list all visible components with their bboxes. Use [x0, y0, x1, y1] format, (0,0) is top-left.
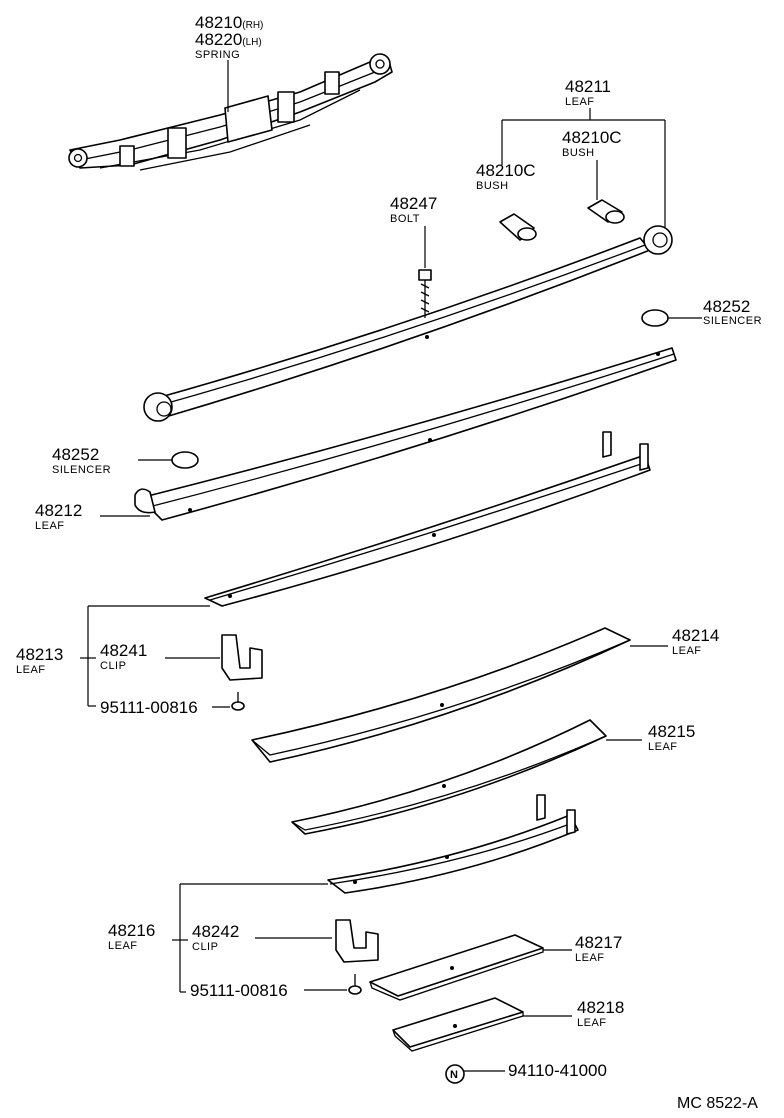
leaf-48216-name: LEAF — [108, 940, 138, 952]
rivet-upper-number: 95111-00816 — [100, 698, 198, 717]
nut-symbol-icon — [445, 1064, 465, 1084]
leaf-48212-number: 48212 — [35, 501, 82, 520]
silencer-left-name: SILENCER — [52, 464, 111, 476]
silencer-left-number: 48252 — [52, 445, 99, 464]
spring-number-lh: 48220(LH) — [195, 30, 262, 49]
leaf-48217-drawing — [369, 934, 544, 1001]
clip-48242-drawing — [335, 919, 379, 963]
leaf-48214-name: LEAF — [672, 645, 702, 657]
nut-number: 94110-41000 — [508, 1061, 607, 1080]
leaf-48218-name: LEAF — [577, 1017, 607, 1029]
leaf-48215-name: LEAF — [648, 741, 678, 753]
leaf-48214-number: 48214 — [672, 626, 719, 645]
leaf-48212-name: LEAF — [35, 520, 65, 532]
clip-48241-drawing — [221, 634, 263, 681]
clip-48242-name: CLIP — [192, 941, 218, 953]
bush-right-name: BUSH — [562, 147, 595, 159]
clip-48241-name: CLIP — [100, 660, 126, 672]
clip-48241-number: 48241 — [100, 641, 147, 660]
silencer-left-drawing — [171, 451, 199, 469]
leaf-48211-drawing — [143, 225, 673, 422]
bush-right-drawing — [587, 199, 625, 224]
leaf-48216-number: 48216 — [108, 921, 155, 940]
leaf-48213-number: 48213 — [16, 645, 63, 664]
leaf-48215-number: 48215 — [648, 722, 695, 741]
bolt-name: BOLT — [390, 213, 420, 225]
spring-name: SPRING — [195, 49, 240, 61]
diagram-code: MC 8522-A — [677, 1095, 758, 1112]
nut-symbol: N — [450, 1069, 458, 1081]
rivet-upper-drawing — [231, 692, 245, 711]
spring-number-rh: 48210(RH) — [195, 13, 263, 32]
leaf-48213-drawing — [204, 431, 651, 607]
bush-left-number: 48210C — [476, 161, 536, 180]
bush-left-drawing — [499, 213, 537, 241]
rivet-lower-drawing — [348, 974, 362, 995]
silencer-right-drawing — [641, 309, 669, 327]
rivet-lower-number: 95111-00816 — [190, 981, 288, 1000]
bush-left-name: BUSH — [476, 180, 509, 192]
leaf-48213-name: LEAF — [16, 664, 46, 676]
bolt-drawing — [418, 269, 432, 318]
leaf-48216-drawing — [327, 794, 579, 894]
leaf-48214-drawing — [251, 627, 631, 763]
silencer-right-number: 48252 — [703, 297, 750, 316]
spring-assembly-drawing — [68, 53, 393, 171]
leaf-48215-drawing — [291, 719, 607, 835]
bolt-number: 48247 — [390, 194, 437, 213]
bush-right-number: 48210C — [562, 128, 622, 147]
leaf-48218-drawing — [392, 997, 524, 1052]
silencer-right-name: SILENCER — [703, 315, 762, 327]
leaf-48212-drawing — [134, 347, 677, 521]
leaf-48211-name: LEAF — [565, 96, 595, 108]
leaf-48218-number: 48218 — [577, 998, 624, 1017]
leaf-48211-number: 48211 — [565, 77, 611, 96]
clip-48242-number: 48242 — [192, 922, 239, 941]
leaf-48217-number: 48217 — [575, 933, 622, 952]
leaf-48217-name: LEAF — [575, 952, 605, 964]
